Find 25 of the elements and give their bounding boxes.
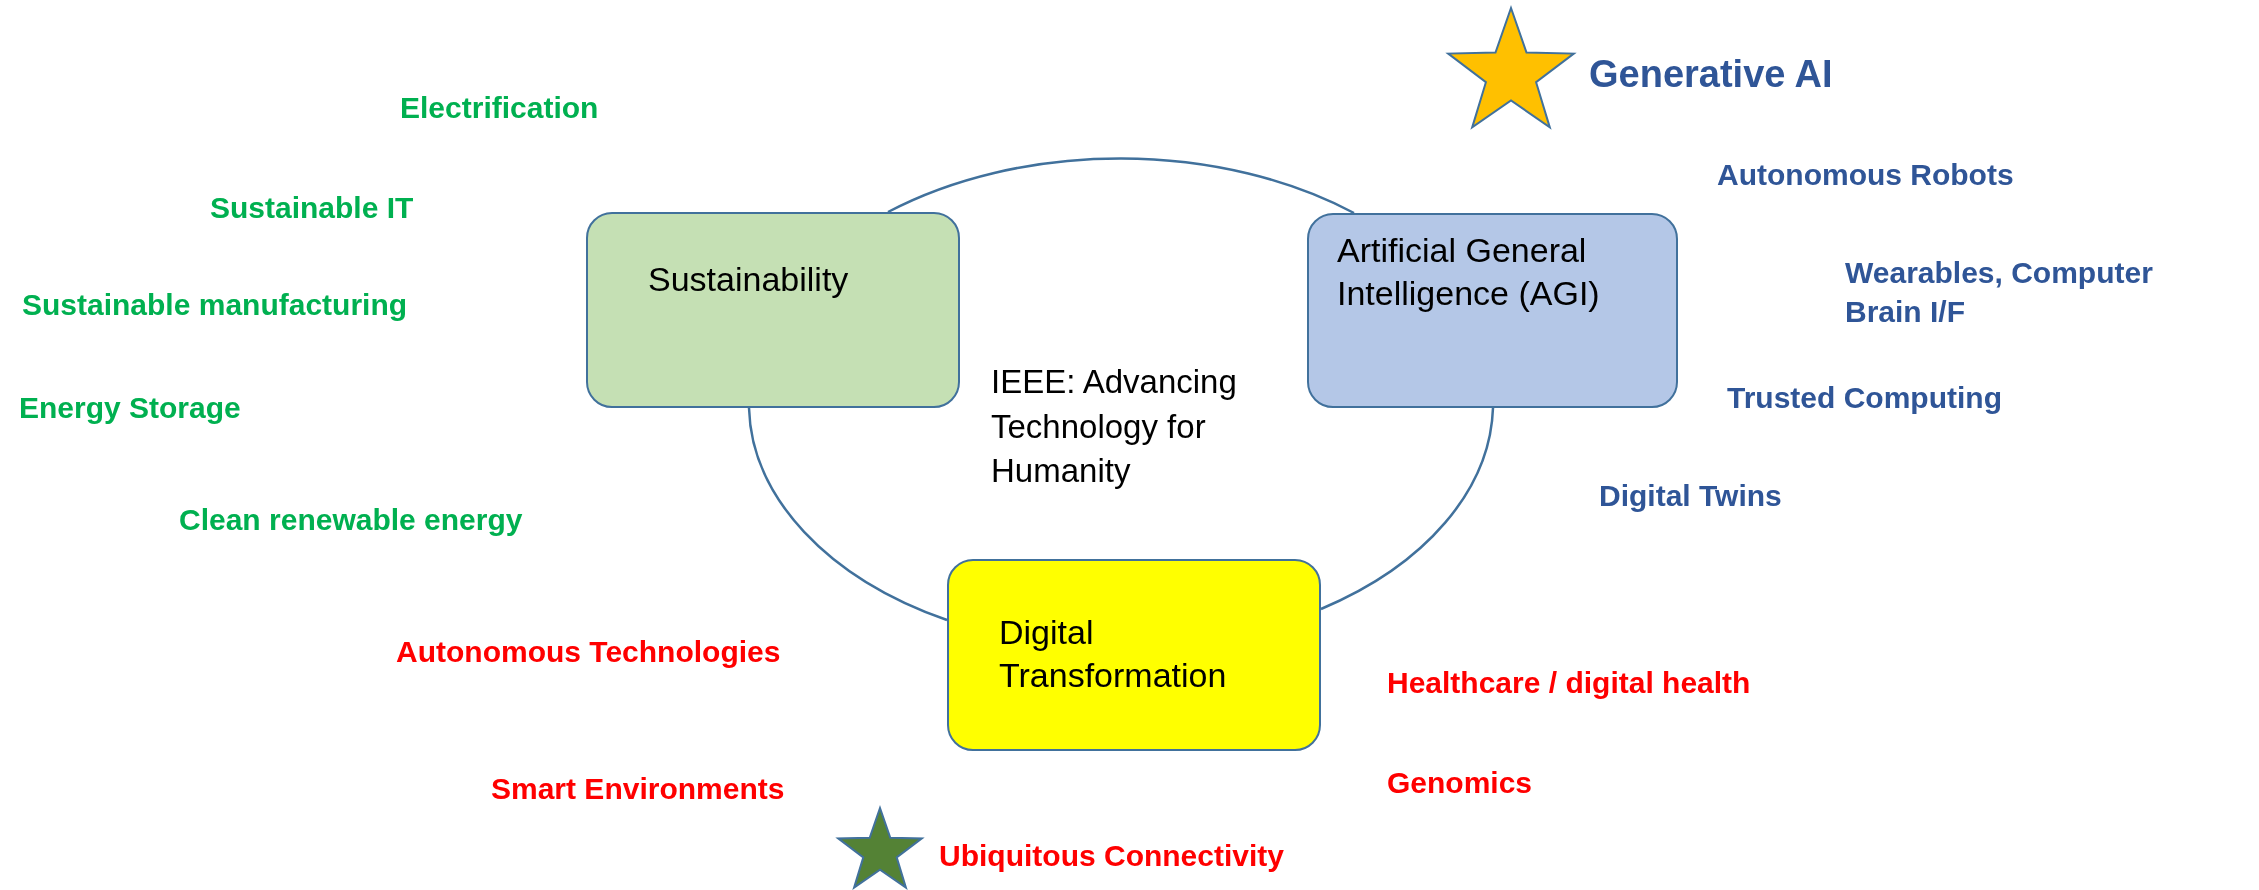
topic-label: Generative AI [1589, 52, 1833, 97]
topic-label: Electrification [400, 90, 599, 126]
topic-title: Artificial General Intelligence (AGI) [1337, 230, 1601, 314]
topic-label: Smart Environments [491, 771, 785, 807]
connector-arc [747, 407, 948, 622]
topic-label: Ubiquitous Connectivity [939, 838, 1284, 874]
topic-box [586, 212, 960, 408]
topic-label: Autonomous Technologies [396, 634, 781, 670]
topic-label: Digital Twins [1599, 478, 1782, 514]
center-text: IEEE: Advancing Technology for Humanity [991, 362, 1238, 492]
topic-label: Sustainable manufacturing [22, 287, 408, 323]
topic-label: Trusted Computing [1727, 380, 2002, 416]
topic-title: Digital Transformation [999, 612, 1228, 696]
topic-label: Sustainable IT [210, 190, 414, 226]
topic-label: Autonomous Robots [1717, 157, 2014, 193]
topic-title: Sustainability [648, 259, 849, 300]
topic-box [1307, 213, 1678, 408]
connector-arc [887, 157, 1355, 215]
connector-arc [1320, 407, 1495, 611]
topic-box [947, 559, 1321, 751]
topic-label: Wearables, Computer Brain I/F [1845, 255, 2154, 330]
topic-label: Genomics [1387, 765, 1533, 801]
topic-label: Clean renewable energy [179, 502, 523, 538]
topic-label: Healthcare / digital health [1387, 665, 1751, 701]
topic-label: Energy Storage [19, 390, 241, 426]
